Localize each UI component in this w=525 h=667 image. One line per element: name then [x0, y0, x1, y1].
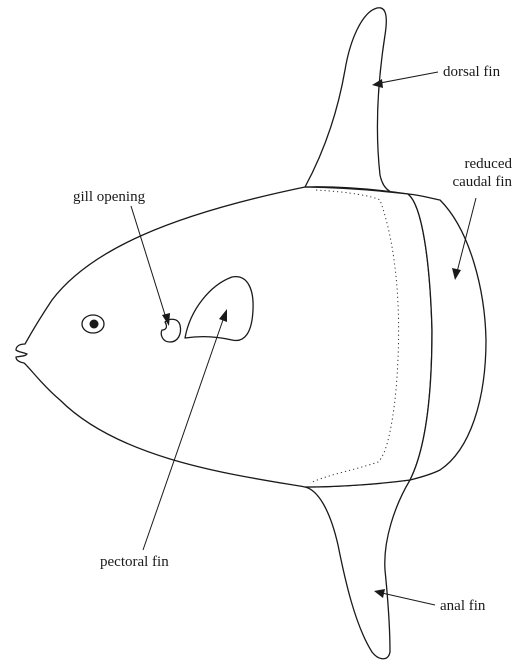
anal-fin-leader — [382, 593, 435, 605]
label-gill-opening: gill opening — [73, 189, 146, 205]
label-pectoral-fin: pectoral fin — [100, 554, 169, 570]
anal-fin-shape — [305, 480, 410, 659]
dorsal-fin-leader — [380, 72, 438, 83]
label-caudal-fin: caudal fin — [452, 174, 512, 190]
eye-pupil — [90, 320, 99, 329]
label-reduced: reduced — [465, 156, 513, 172]
dorsal-fin-shape — [305, 8, 408, 195]
label-dorsal-fin: dorsal fin — [443, 64, 501, 80]
label-anal-fin: anal fin — [440, 598, 486, 614]
